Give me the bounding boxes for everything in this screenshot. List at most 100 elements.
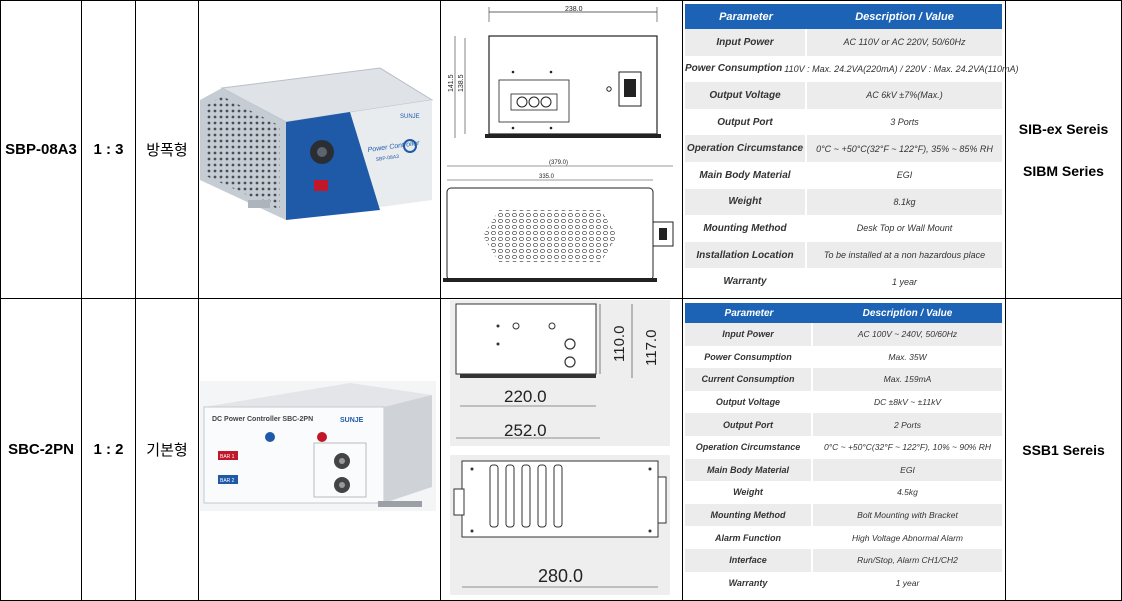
spec-parameter: Weight	[685, 481, 813, 504]
spec-parameter: Power Consumption	[685, 55, 785, 83]
spec-table-sbp08a3: Parameter Description / Value Input Powe…	[685, 4, 1019, 295]
dimension-label: 280.0	[538, 566, 583, 586]
spec-value: 110V : Max. 24.2VA(220mA) / 220V : Max. …	[784, 63, 1019, 74]
spec-row: Operation Circumstance 0°C ~ +50°C(32°F ~…	[685, 135, 1002, 162]
spec-value: Desk Top or Wall Mount	[856, 223, 953, 234]
spec-row: Mounting Method Bolt Mounting with Bracke…	[685, 503, 1002, 527]
spec-header-parameter: Parameter	[724, 307, 774, 319]
spec-row: Input Power AC 110V or AC 220V, 50/60Hz	[685, 29, 1002, 56]
spec-value: Max. 35W	[888, 351, 927, 362]
spec-parameter: Main Body Material	[685, 458, 813, 482]
spec-value: 1 year	[891, 276, 917, 287]
spec-parameter: Mounting Method	[685, 215, 807, 242]
brand-label: SUNJE	[340, 417, 364, 424]
spec-value: 2 Ports	[894, 419, 921, 430]
drawing-sbc2pn-top: 110.0 117.0 220.0 252.0	[450, 300, 670, 446]
spec-value: To be installed at a non hazardous place	[823, 250, 986, 261]
series-label: SIB-ex Sereis	[1018, 120, 1109, 137]
spec-value: AC 6kV ±7%(Max.)	[866, 90, 943, 101]
spec-parameter: Mounting Method	[685, 503, 813, 527]
spec-header: Parameter Description / Value	[685, 4, 1002, 29]
spec-parameter: Current Consumption	[685, 368, 813, 391]
spec-row: Installation Location To be installed at …	[685, 241, 1002, 269]
spec-row: Output Port 3 Ports	[685, 108, 1002, 136]
spec-row: Interface Run/Stop, Alarm CH1/CH2	[685, 548, 1002, 572]
spec-row: Output Voltage DC ±8kV ~ ±11kV	[685, 390, 1002, 414]
spec-value: AC 110V or AC 220V, 50/60Hz	[843, 37, 966, 48]
spec-parameter: Output Voltage	[685, 82, 807, 109]
spec-parameter: Input Power	[685, 29, 807, 56]
spec-row: Output Port 2 Ports	[685, 413, 1002, 436]
type-cell-1: 방폭형	[135, 0, 199, 299]
product-photo-sbc2pn: DC Power Controller SBC-2PN SUNJE BAR 1 …	[200, 381, 436, 511]
dimension-label: 238.0	[565, 6, 583, 13]
drawing-sbc2pn-bottom: 280.0	[450, 455, 670, 595]
spec-value: 8.1kg	[893, 196, 916, 207]
device-model-label: SBP-08A3	[375, 154, 399, 163]
spec-row: Operation Circumstance 0°C ~ +50°C(32°F ~…	[685, 435, 1002, 459]
ratio-cell-1: 1 : 3	[81, 0, 136, 299]
dimension-label: 141.5	[448, 74, 455, 92]
dimension-label: 252.0	[504, 421, 547, 440]
spec-parameter: Interface	[685, 548, 813, 572]
series-label: SIBM Series	[1023, 162, 1104, 179]
device-title-label: DC Power Controller SBC-2PN	[212, 416, 313, 423]
spec-value: DC ±8kV ~ ±11kV	[873, 397, 942, 408]
spec-value: 4.5kg	[897, 487, 918, 498]
dimension-label: 138.5	[458, 74, 465, 92]
spec-row: Main Body Material EGI	[685, 458, 1002, 482]
spec-row: Main Body Material EGI	[685, 161, 1002, 189]
bar2-label: BAR 2	[220, 478, 235, 484]
spec-header: Parameter Description / Value	[685, 303, 1002, 323]
spec-parameter: Operation Circumstance	[685, 135, 807, 162]
spec-value: Bolt Mounting with Bracket	[857, 510, 958, 521]
drawing-sbp08a3-front: 238.0 141.5 138.5	[448, 6, 661, 138]
spec-row: Power Consumption Max. 35W	[685, 345, 1002, 369]
spec-parameter: Operation Circumstance	[685, 435, 813, 459]
spec-parameter: Main Body Material	[685, 161, 807, 189]
spec-row: Weight 4.5kg	[685, 481, 1002, 504]
spec-row: Output Voltage AC 6kV ±7%(Max.)	[685, 82, 1002, 109]
spec-value: 0°C ~ +50°C(32°F ~ 122°F), 35% ~ 85% RH	[816, 143, 993, 154]
dimension-label: (379.0)	[549, 160, 568, 166]
spec-parameter: Output Port	[685, 108, 807, 136]
spec-value: 1 year	[895, 577, 920, 588]
series-cell-1: SIB-ex Sereis SIBM Series	[1005, 0, 1122, 299]
model-cell-1: SBP-08A3	[0, 0, 82, 299]
spec-value: Run/Stop, Alarm CH1/CH2	[857, 555, 958, 566]
spec-parameter: Warranty	[685, 268, 807, 295]
bar1-label: BAR 1	[220, 454, 235, 460]
spec-value: 0°C ~ +50°C(32°F ~ 122°F), 10% ~ 90% RH	[824, 442, 991, 453]
spec-value: 3 Ports	[890, 117, 919, 128]
spec-header-parameter: Parameter	[719, 10, 773, 23]
spec-header-value: Description / Value	[855, 10, 954, 23]
model-cell-2: SBC-2PN	[0, 298, 82, 601]
series-cell-2: SSB1 Sereis	[1005, 298, 1122, 601]
spec-table-sbc2pn: Parameter Description / Value Input Powe…	[685, 303, 1002, 595]
spec-value: AC 100V ~ 240V, 50/60Hz	[857, 329, 958, 340]
spec-parameter: Output Voltage	[685, 390, 813, 414]
spec-parameter: Warranty	[685, 571, 813, 595]
spec-parameter: Power Consumption	[685, 345, 813, 369]
spec-parameter: Alarm Function	[685, 526, 813, 549]
spec-row: Alarm Function High Voltage Abnormal Alar…	[685, 526, 1002, 549]
spec-parameter: Weight	[685, 188, 807, 216]
spec-value: High Voltage Abnormal Alarm	[851, 532, 964, 543]
spec-parameter: Output Port	[685, 413, 813, 436]
dimension-label: 117.0	[643, 330, 660, 366]
brand-label: SUNJE	[400, 114, 420, 120]
type-cell-2: 기본형	[135, 298, 199, 601]
spec-header-value: Description / Value	[862, 307, 953, 319]
spec-row: Weight 8.1kg	[685, 188, 1002, 216]
dimension-label: 110.0	[611, 326, 628, 362]
product-photo-sbp08a3: Power Controller SBP-08A3 SUNJE	[200, 67, 434, 220]
spec-value: EGI	[896, 170, 913, 181]
spec-parameter: Input Power	[685, 323, 813, 346]
spec-row: Warranty 1 year	[685, 268, 1002, 295]
drawing-sbp08a3-side: (379.0) 335.0	[443, 160, 674, 282]
spec-parameter: Installation Location	[685, 241, 807, 269]
series-label: SSB1 Sereis	[1022, 441, 1105, 458]
spec-value: EGI	[900, 464, 915, 475]
